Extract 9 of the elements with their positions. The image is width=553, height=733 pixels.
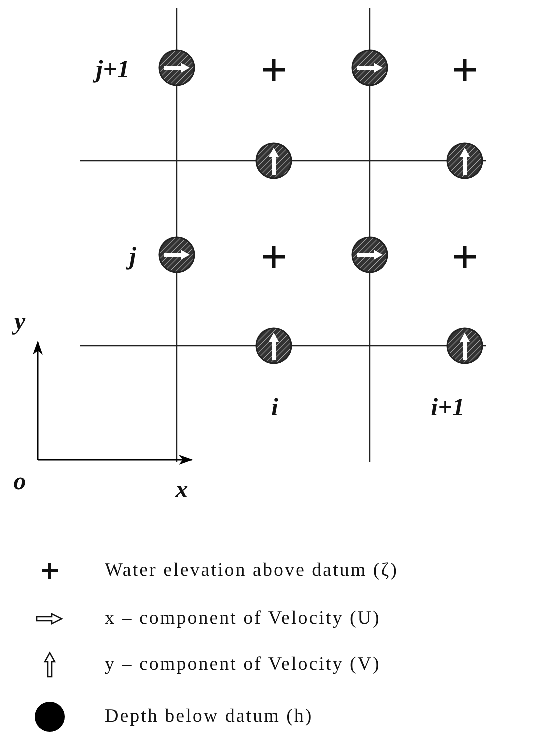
legend-text: y – component of Velocity (V) [105,654,381,676]
axis-label: y [14,310,26,334]
grid-index-label: i [272,396,278,420]
legend-text: x – component of Velocity (U) [105,608,381,630]
axis-label: x [176,478,188,502]
legend-text: Water elevation above datum (ζ) [105,560,398,582]
grid-index-label: i+1 [431,396,465,420]
legend-text: Depth below datum (h) [105,706,314,728]
origin-label: o [14,470,26,494]
